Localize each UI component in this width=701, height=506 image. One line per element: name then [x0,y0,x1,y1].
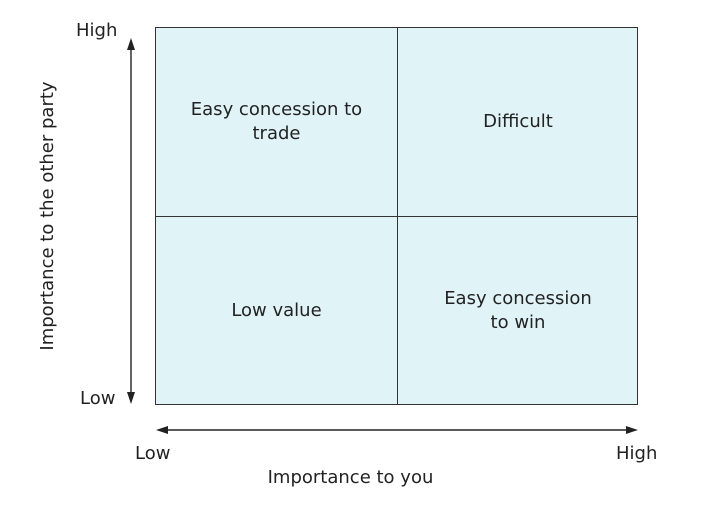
y-axis-title: Importance to the other party [37,81,58,351]
quadrant-label-easy-concession-to-win: Easy concession to win [444,287,592,333]
x-axis-arrow [156,426,638,434]
quadrant-label-easy-concession-to-trade: Easy concession to trade [190,99,363,144]
x-axis-high-label: High [616,443,658,464]
x-axis-low-label: Low [135,443,171,464]
y-axis-low-label: Low [80,388,116,409]
concession-matrix: Easy concession to trade Difficult Low v… [155,27,638,405]
quadrant-bottom-right: Easy concession to win [398,217,638,404]
x-axis-title: Importance to you [267,467,434,488]
y-axis-high-label: High [76,20,118,41]
quadrant-top-right: Difficult [398,28,638,216]
quadrant-top-left: Easy concession to trade [156,28,397,216]
quadrant-label-difficult: Difficult [483,111,553,132]
quadrant-label-low-value: Low value [231,299,322,321]
quadrant-bottom-left: Low value [156,217,397,404]
y-axis-arrow [127,38,135,404]
horizontal-divider [156,216,637,217]
